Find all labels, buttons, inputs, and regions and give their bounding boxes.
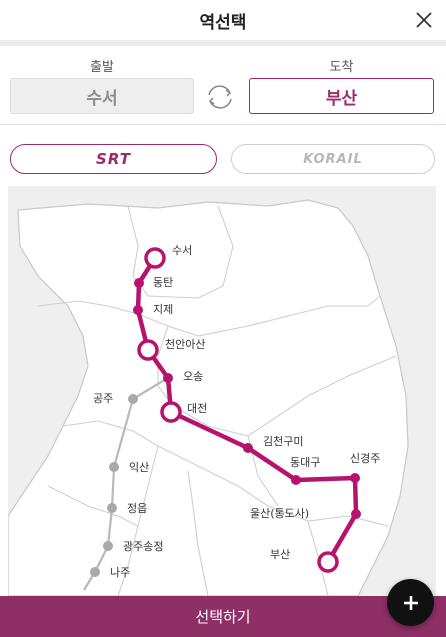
map-borders bbox=[37, 205, 397, 596]
label-osong: 오송 bbox=[183, 370, 203, 383]
close-icon bbox=[416, 12, 432, 28]
station-labels: 수서 동탄 지제 천안아산 오송 대전 김천구미 동대구 신경주 울산(통도사)… bbox=[93, 244, 380, 579]
station-gwangju-songjeong[interactable] bbox=[103, 541, 113, 551]
route-map-svg: 수서 동탄 지제 천안아산 오송 대전 김천구미 동대구 신경주 울산(통도사)… bbox=[8, 199, 409, 596]
header: 역선택 bbox=[0, 0, 446, 40]
close-button[interactable] bbox=[412, 8, 436, 32]
korail-stations bbox=[90, 394, 138, 577]
station-naju[interactable] bbox=[90, 567, 100, 577]
add-button[interactable] bbox=[387, 579, 434, 626]
swap-icon bbox=[208, 85, 232, 109]
station-suseo[interactable] bbox=[144, 247, 166, 269]
label-jije: 지제 bbox=[153, 303, 173, 316]
label-iksan: 익산 bbox=[129, 461, 149, 474]
arrival-label: 도착 bbox=[329, 60, 354, 75]
label-dongtan: 동탄 bbox=[153, 276, 173, 289]
station-cheonan-asan[interactable] bbox=[137, 339, 159, 361]
label-singyeongju: 신경주 bbox=[350, 452, 380, 465]
page-title: 역선택 bbox=[199, 13, 247, 33]
departure-label: 출발 bbox=[90, 60, 114, 75]
srt-stations bbox=[133, 247, 361, 573]
map-land bbox=[8, 199, 409, 596]
station-daejeon[interactable] bbox=[160, 401, 182, 423]
korail-operator-button[interactable]: KORAIL bbox=[231, 144, 435, 174]
label-ulsan: 울산(통도사) bbox=[250, 507, 309, 520]
station-gongju[interactable] bbox=[128, 394, 138, 404]
label-jeongeup: 정읍 bbox=[127, 502, 147, 515]
station-dongtan[interactable] bbox=[134, 278, 144, 288]
label-naju: 나주 bbox=[110, 566, 130, 579]
label-busan: 부산 bbox=[270, 548, 290, 561]
label-cheonan-asan: 천안아산 bbox=[165, 337, 205, 351]
station-jeongeup[interactable] bbox=[107, 503, 117, 513]
station-jije[interactable] bbox=[133, 305, 143, 315]
station-osong[interactable] bbox=[163, 373, 173, 383]
swap-stations-button[interactable] bbox=[203, 80, 237, 114]
station-ulsan[interactable] bbox=[351, 509, 361, 519]
arrival-station-button[interactable]: 부산 bbox=[249, 78, 434, 114]
station-dongdaegu[interactable] bbox=[291, 475, 301, 485]
label-dongdaegu: 동대구 bbox=[290, 456, 320, 469]
station-singyeongju[interactable] bbox=[350, 473, 360, 483]
departure-station-button[interactable]: 수서 bbox=[10, 78, 194, 114]
station-gimcheon-gumi[interactable] bbox=[243, 443, 253, 453]
route-map: 수서 동탄 지제 천안아산 오송 대전 김천구미 동대구 신경주 울산(통도사)… bbox=[8, 186, 436, 596]
plus-icon bbox=[403, 595, 418, 610]
header-divider bbox=[0, 40, 446, 46]
station-iksan[interactable] bbox=[109, 462, 119, 472]
section-divider bbox=[0, 124, 446, 125]
srt-operator-button[interactable]: SRT bbox=[10, 144, 217, 174]
select-button[interactable]: 선택하기 bbox=[0, 596, 446, 637]
label-gongju: 공주 bbox=[93, 392, 113, 405]
station-selector: 출발 도착 수서 부산 bbox=[0, 46, 446, 124]
label-daejeon: 대전 bbox=[187, 402, 207, 415]
label-gimcheon-gumi: 김천구미 bbox=[263, 434, 303, 448]
station-busan[interactable] bbox=[317, 551, 339, 573]
label-suseo: 수서 bbox=[172, 244, 192, 257]
label-gwangju-songjeong: 광주송정 bbox=[123, 540, 163, 553]
